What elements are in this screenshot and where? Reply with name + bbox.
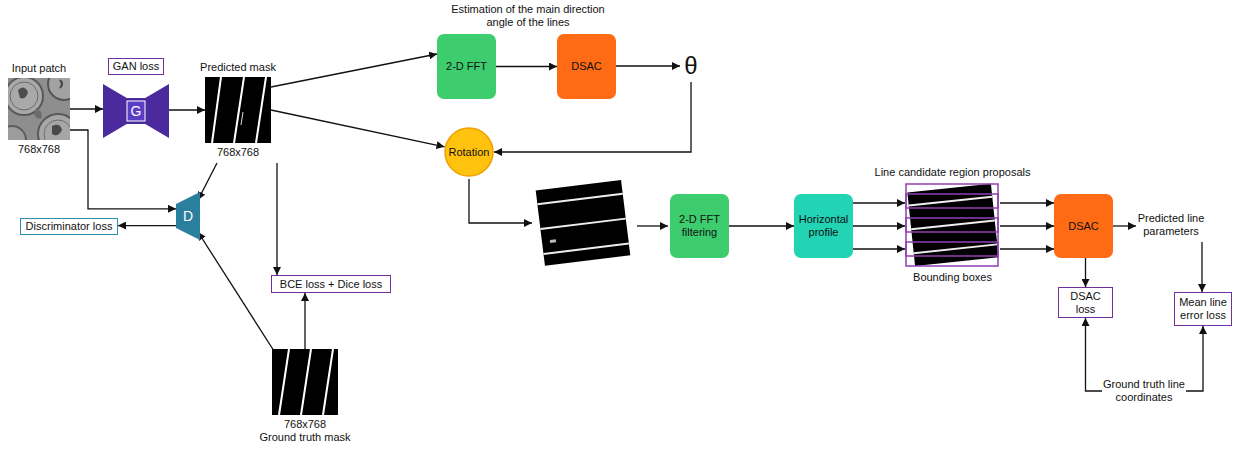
node-text: Mean line error loss	[1176, 296, 1230, 322]
input-patch-image	[8, 78, 70, 140]
generator-core	[127, 101, 145, 121]
node-text: GAN loss	[113, 60, 159, 73]
arrow-connector	[70, 130, 176, 209]
loss-box: DSAC loss	[1058, 287, 1113, 318]
arrow-line	[469, 179, 532, 223]
arrow-connector	[729, 225, 794, 226]
angle-symbol: θ	[680, 50, 702, 82]
generator-body	[103, 84, 169, 138]
input-text: Ground truth line coordinates	[1102, 376, 1186, 406]
arrow-connector	[1000, 248, 1054, 249]
loss-box: BCE loss + Dice loss	[271, 275, 391, 293]
node-text: Ground truth mask	[259, 431, 350, 444]
node-text: 768x768	[284, 418, 326, 431]
arrow-connector	[616, 65, 680, 66]
process-box: 2-D FFT filtering	[670, 194, 729, 258]
arrow-connector	[1000, 202, 1054, 203]
arrow-connector	[198, 163, 217, 200]
node-text: 768x768	[217, 146, 259, 159]
node-text: DSAC	[1068, 220, 1099, 233]
node-text: DSAC	[571, 60, 602, 73]
node-text: Line candidate region proposals	[875, 166, 1031, 179]
bounding-box-image	[906, 184, 999, 266]
node-text: Bounding boxes	[913, 271, 992, 284]
arrow-connector	[853, 202, 905, 203]
arrow-connector	[1000, 225, 1054, 226]
arrow-connector	[271, 110, 445, 147]
arrow-connector	[118, 225, 176, 226]
node-text: 2-D FFT	[446, 60, 487, 73]
arrow-connector	[1086, 318, 1103, 391]
node-text: Horizontal profile	[795, 213, 852, 239]
arrow-connector	[853, 225, 905, 226]
node-text: Ground truth line coordinates	[1103, 378, 1185, 404]
node-text: BCE loss + Dice loss	[280, 278, 382, 291]
node-text: DSAC loss	[1060, 290, 1111, 316]
mask-image: 768x768Ground truth mask	[272, 349, 338, 415]
node-text: Rotation	[449, 146, 490, 159]
node-text: Input patch	[12, 62, 66, 75]
node-text: 768x768	[18, 143, 60, 156]
mask-image: Predicted mask768x768	[205, 77, 271, 143]
generator-shape: G	[103, 84, 169, 138]
proposal-image: Line candidate region proposalsBounding …	[905, 182, 1000, 268]
annotation-text: Estimation of the main direction angle o…	[440, 3, 616, 29]
process-box: 2-D FFT	[437, 34, 496, 99]
node-text: θ	[684, 52, 697, 80]
process-box: Horizontal profile	[794, 194, 853, 258]
arrow-line	[637, 225, 668, 226]
arrow-connector	[70, 108, 103, 109]
arrow-connector	[1186, 326, 1203, 391]
node-text: G	[131, 103, 142, 119]
node-text: Predicted line parameters	[1137, 212, 1205, 238]
arrow-connector	[198, 232, 274, 351]
node-text: D	[183, 208, 193, 224]
arrow-connector	[496, 66, 557, 67]
arrow-connector	[853, 248, 905, 249]
ground-truth-mask-image	[272, 349, 338, 415]
discriminator-body	[176, 192, 200, 240]
arrow-connector	[304, 293, 305, 349]
node-text: Discriminator loss	[26, 220, 113, 233]
output-text: Predicted line parameters	[1136, 208, 1206, 242]
arrow-connector	[276, 163, 277, 275]
rotated-mask-image	[536, 180, 631, 266]
loss-box: GAN loss	[108, 58, 164, 75]
circle-body	[445, 128, 493, 176]
loss-box: Mean line error loss	[1174, 292, 1232, 326]
arrow-connector	[169, 109, 205, 110]
loss-box: Discriminator loss	[20, 218, 118, 235]
node-text: Predicted mask	[200, 61, 276, 74]
discriminator-shape: D	[176, 192, 200, 240]
process-box: DSAC	[1054, 194, 1113, 258]
process-box: DSAC	[557, 34, 616, 99]
arrow-connector	[1201, 242, 1202, 292]
rotation-circle: Rotation	[444, 127, 494, 177]
input-image: Input patch768x768	[8, 78, 70, 140]
arrow-connector	[1113, 225, 1136, 226]
arrow-connector	[271, 54, 437, 87]
arrow-connector	[1085, 258, 1086, 287]
node-text: 2-D FFT filtering	[671, 213, 728, 239]
predicted-mask-image	[205, 77, 271, 143]
